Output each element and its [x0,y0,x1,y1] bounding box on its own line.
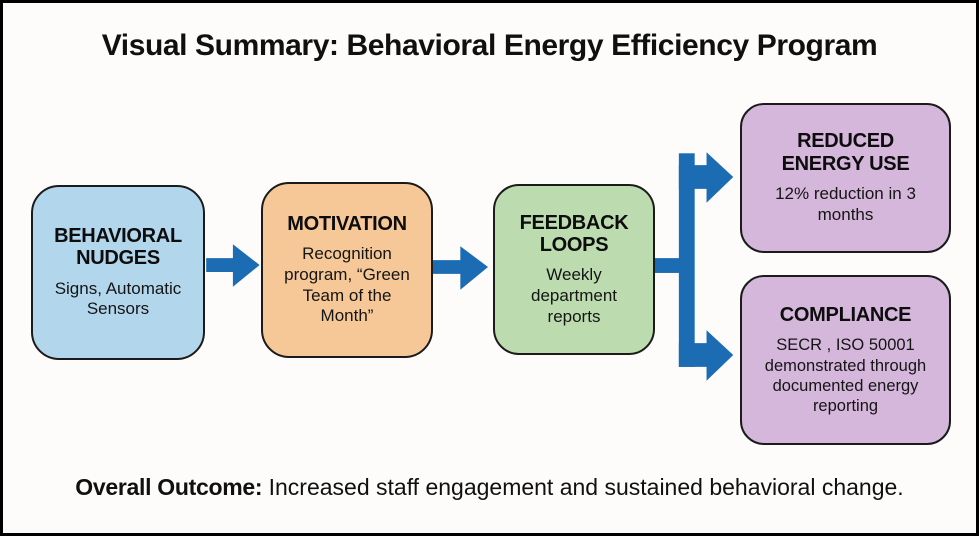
diagram-title: Visual Summary: Behavioral Energy Effici… [101,29,878,62]
node-feedback-loops-heading: FEEDBACK LOOPS [519,211,629,256]
arrow-nudges-to-motivation-icon [206,244,260,287]
node-compliance-body: SECR , ISO 50001 demonstrated through do… [764,336,927,415]
node-reduced-energy-use: REDUCED ENERGY USE 12% reduction in 3 mo… [740,103,951,253]
node-reduced-energy-use-body: 12% reduction in 3 months [775,184,916,224]
node-feedback-loops: FEEDBACK LOOPS Weekly department reports [493,184,655,355]
node-compliance-heading: COMPLIANCE [779,304,912,327]
overall-outcome-text: Increased staff engagement and sustained… [268,474,904,500]
node-motivation-body: Recognition program, “Green Team of the … [284,244,410,326]
arrow-branch-to-compliance-icon [678,330,734,381]
overall-outcome-line: Overall Outcome: Increased staff engagem… [3,474,976,501]
node-behavioral-nudges: BEHAVIORAL NUDGES Signs, Automatic Senso… [31,185,205,360]
node-compliance: COMPLIANCE SECR , ISO 50001 demonstrated… [740,275,951,445]
overall-outcome-label: Overall Outcome: [75,474,263,500]
node-behavioral-nudges-heading: BEHAVIORAL NUDGES [54,224,182,270]
branch-trunk [678,153,695,367]
arrow-branch-to-reduced-energy-icon [678,152,734,203]
node-behavioral-nudges-body: Signs, Automatic Sensors [54,278,182,319]
arrow-motivation-to-feedback-icon [432,246,489,290]
node-reduced-energy-use-heading: REDUCED ENERGY USE [781,130,910,175]
node-feedback-loops-body: Weekly department reports [531,265,617,326]
node-motivation: MOTIVATION Recognition program, “Green T… [261,182,433,358]
node-motivation-heading: MOTIVATION [287,212,407,235]
